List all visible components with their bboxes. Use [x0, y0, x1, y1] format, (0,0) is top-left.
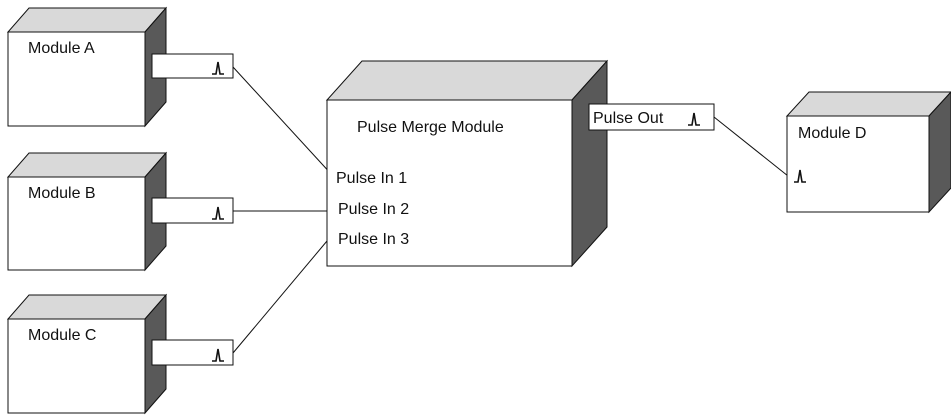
module-c-front-face	[7, 318, 146, 414]
pulse-in-2-label[interactable]: Pulse In 2	[338, 201, 409, 218]
pulse-merge-label: Pulse Merge Module	[357, 119, 504, 136]
module-a-top-face	[6, 7, 168, 33]
pulse-out-icon	[688, 112, 700, 126]
connector-out-to-d	[713, 116, 789, 177]
module-b-label: Module B	[28, 185, 96, 202]
module-a-front-face	[7, 31, 146, 127]
module-d-front-face	[786, 115, 930, 213]
module-c-pulse-icon	[212, 348, 224, 362]
module-d-top-face	[785, 91, 951, 117]
module-b[interactable]: Module B	[6, 151, 234, 272]
pulse-merge-front-face	[326, 99, 573, 267]
pulse-out-label: Pulse Out	[593, 110, 664, 127]
module-d[interactable]: Module D	[785, 91, 951, 214]
module-d-label: Module D	[798, 125, 866, 142]
pulse-in-3-label[interactable]: Pulse In 3	[338, 231, 409, 248]
module-d-pulse-icon	[794, 169, 806, 183]
pulse-merge-top-face	[325, 60, 609, 101]
connector-c-to-in3	[232, 240, 328, 354]
module-b-pulse-icon	[212, 206, 224, 220]
module-c-label: Module C	[28, 327, 96, 344]
pulse-out-port[interactable]: Pulse Out	[588, 103, 715, 131]
module-b-top-face	[6, 152, 168, 178]
module-a-pulse-icon	[212, 61, 224, 75]
module-a[interactable]: Module A	[6, 6, 234, 128]
module-b-front-face	[7, 176, 146, 271]
module-a-label: Module A	[28, 40, 95, 57]
module-c-top-face	[6, 294, 168, 320]
connector-a-to-in1	[232, 66, 334, 177]
pulse-merge-module[interactable]: Pulse Merge Module Pulse In 1 Pulse In 2…	[325, 59, 609, 268]
module-c[interactable]: Module C	[6, 293, 234, 415]
connectors	[232, 66, 789, 354]
pulse-in-1-label[interactable]: Pulse In 1	[336, 170, 407, 187]
